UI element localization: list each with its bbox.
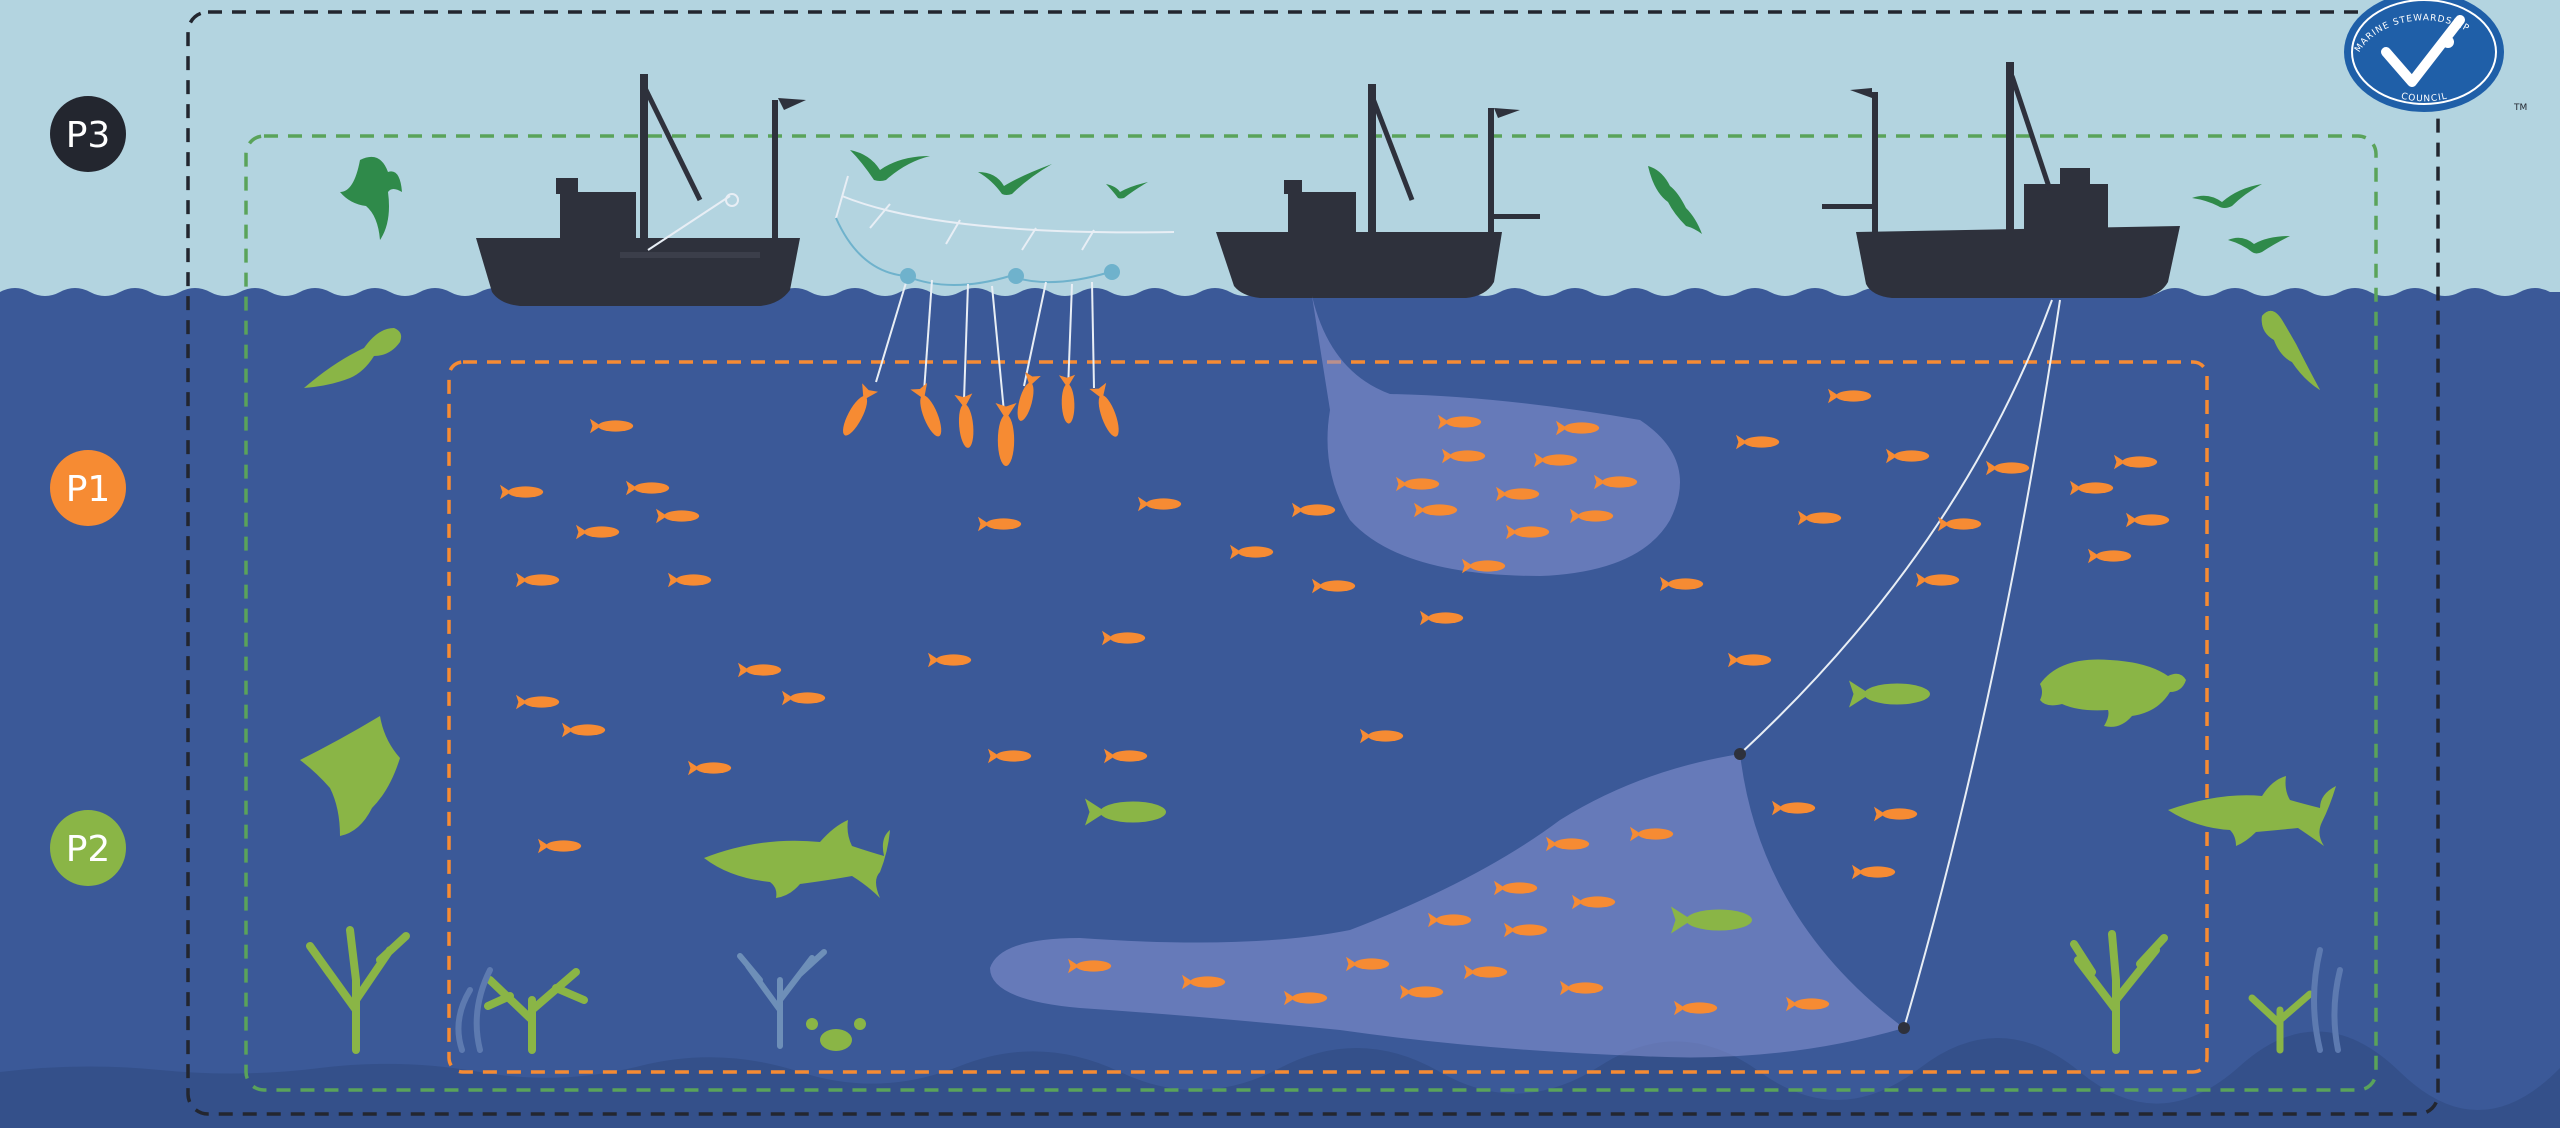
badge-p3-label: P3 [66,115,111,156]
badge-p3: P3 [50,96,126,172]
logo-tm: TM [2513,103,2527,113]
float-icon [900,268,916,284]
badge-p2-label: P2 [66,829,111,870]
badge-p1: P1 [50,450,126,526]
trawl-door-icon [1734,748,1746,760]
float-icon [1104,264,1120,280]
badge-p2: P2 [50,810,126,886]
badge-p1-label: P1 [66,469,111,510]
float-icon [1008,268,1024,284]
trawl-door-icon [1898,1022,1910,1034]
